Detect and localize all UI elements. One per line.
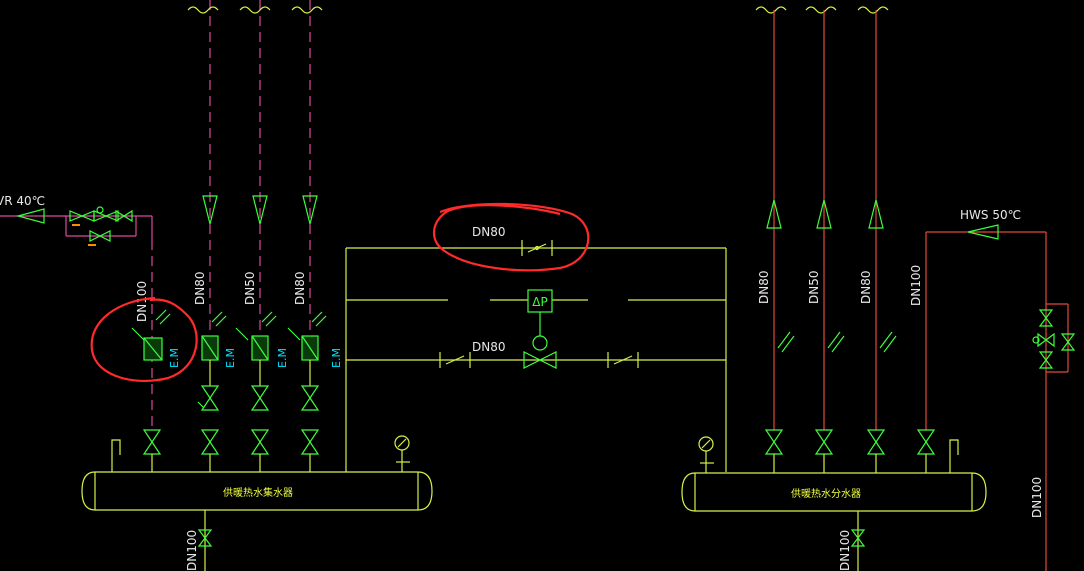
distributor-branch-3: DN80 <box>859 10 897 473</box>
distributor-vent <box>949 439 959 473</box>
distributor-branch-2-size: DN50 <box>807 271 821 305</box>
distributor-branch-1-size: DN80 <box>757 271 771 305</box>
break-marks-top <box>187 6 889 14</box>
collector-label: 供暖热水集水器 <box>223 486 293 499</box>
supply-temp-label: HWS 50℃ <box>960 208 1021 222</box>
supply-outlet: HWS 50℃ DN100 <box>960 208 1076 571</box>
bypass-upper-size: DN80 <box>472 225 506 239</box>
return-inlet: VR 40℃ <box>0 194 153 246</box>
distributor-branch-1: DN80 <box>757 10 795 473</box>
right-pipe-size: DN100 <box>1030 477 1044 518</box>
collector-branch-2: DN80 E.M <box>193 0 237 472</box>
annotation-circles <box>90 202 590 382</box>
dp-controller-label: ΔP <box>532 295 547 309</box>
distributor-drain: DN100 <box>838 511 866 571</box>
annotation-circle-meter <box>90 296 198 382</box>
distributor-label: 供暖热水分水器 <box>791 487 861 500</box>
collector-branch-4-size: DN80 <box>293 272 307 306</box>
collector-branch-4: DN80 E.M <box>287 0 343 472</box>
collector-branch-3-meter: E.M <box>276 348 289 368</box>
collector-branch-3-size: DN50 <box>243 272 257 306</box>
distributor-branch-4: DN100 <box>909 231 1046 473</box>
collector-drain-size: DN100 <box>185 530 199 571</box>
distributor-branch-4-size: DN100 <box>909 265 923 306</box>
collector-branch-4-meter: E.M <box>330 348 343 368</box>
collector-branch-2-size: DN80 <box>193 272 207 306</box>
bypass-lower-size: DN80 <box>472 340 506 354</box>
collector-branch-1-size: DN100 <box>135 281 149 322</box>
collector-branch-2-meter: E.M <box>224 348 237 368</box>
distributor-branch-2: DN50 <box>807 10 845 473</box>
collector-vent <box>111 439 121 472</box>
return-temp-label: VR 40℃ <box>0 194 45 208</box>
collector-branch-1-meter: E.M <box>168 348 181 368</box>
collector-branch-1: DN100 E.M <box>131 240 181 472</box>
distributor-pressure-gauge <box>698 436 714 473</box>
collector-header: 供暖热水集水器 <box>81 471 433 511</box>
distributor-header: 供暖热水分水器 <box>681 472 987 512</box>
collector-branch-3: DN50 E.M <box>235 0 289 472</box>
collector-drain: DN100 <box>185 510 213 571</box>
bypass-loop: DN80 ΔP DN80 <box>345 225 727 472</box>
annotation-circle-valve <box>432 202 590 272</box>
distributor-drain-size: DN100 <box>838 530 852 571</box>
distributor-branch-3-size: DN80 <box>859 271 873 305</box>
collector-pressure-gauge <box>394 435 410 472</box>
